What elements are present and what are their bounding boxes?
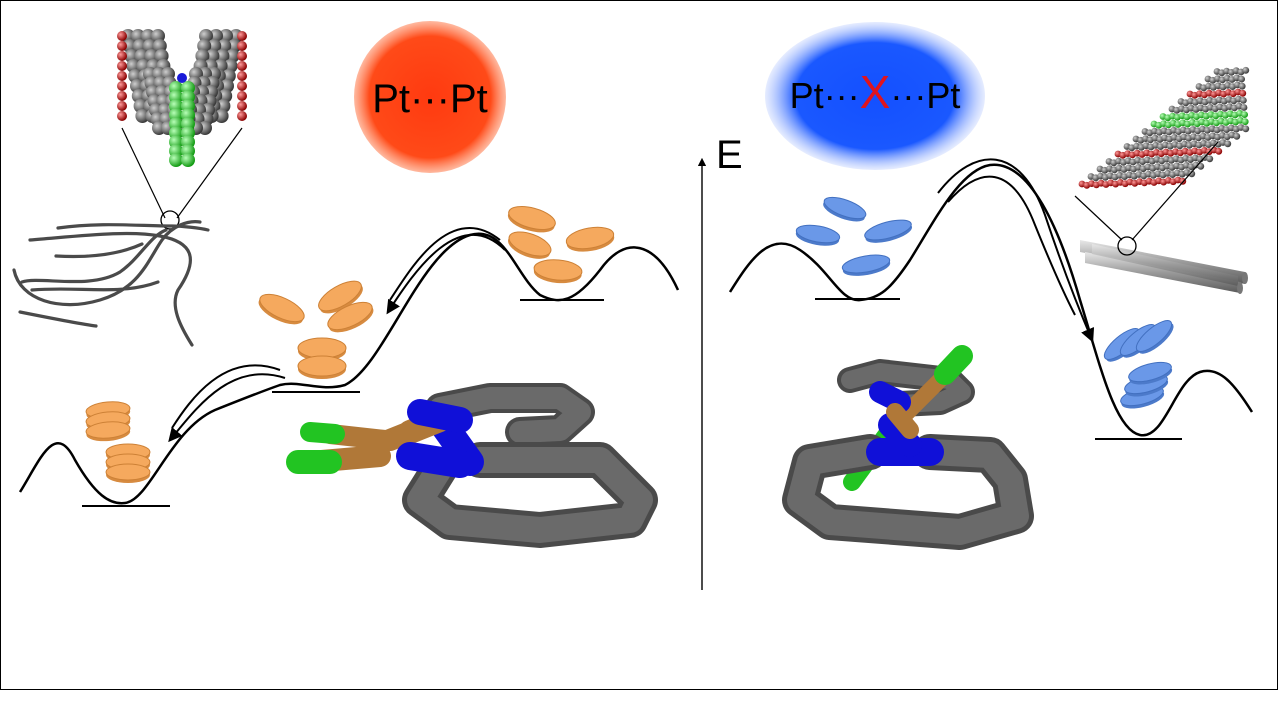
- right-transition-arrows: [937, 158, 1095, 343]
- blue-disk: [864, 219, 913, 243]
- blue-disk: [795, 224, 841, 246]
- right-panel: Pt···X···Pt: [728, 22, 1254, 550]
- oxygen-atom: [237, 101, 247, 111]
- oxygen-atom: [117, 31, 127, 41]
- left-magnifier-circle: [160, 210, 180, 230]
- orange-disk: [297, 355, 347, 379]
- orange-disk: [105, 463, 151, 483]
- chlorine-atom: [1241, 111, 1248, 118]
- carbon-atom: [1224, 140, 1232, 148]
- carbon-atom: [1206, 155, 1214, 163]
- oxygen-atom: [237, 111, 247, 121]
- left-spacefill-model: [117, 29, 247, 167]
- right-magnifier-circle: [1117, 236, 1137, 256]
- left-transition-arrows: [168, 226, 506, 443]
- pt-blocked-pt-label: Pt···X···Pt: [790, 66, 961, 118]
- chlorine-atom: [1241, 118, 1249, 126]
- oxygen-atom: [237, 61, 247, 71]
- blue-disk: [823, 196, 867, 222]
- chlorine-atom: [169, 153, 183, 167]
- energy-axis: E: [697, 133, 743, 590]
- oxygen-atom: [237, 51, 247, 61]
- blocked-interaction-badge: Pt···X···Pt: [765, 22, 985, 170]
- oxygen-atom: [237, 31, 247, 41]
- pt-pt-label: Pt···Pt: [372, 77, 488, 121]
- carbon-atom: [1188, 170, 1196, 178]
- carbon-atom: [135, 109, 150, 123]
- energy-axis-label: E: [716, 133, 743, 177]
- left-aggregates: [85, 206, 615, 483]
- orange-disk: [508, 231, 552, 259]
- orange-disk: [507, 206, 556, 233]
- left-zoom-lines: [121, 127, 243, 230]
- right-crystal-model: [1078, 66, 1250, 189]
- oxygen-atom: [117, 41, 127, 51]
- blue-disk: [841, 254, 891, 276]
- tangled-fibers: [12, 220, 210, 347]
- carbon-atom: [1240, 97, 1247, 104]
- orange-glow-circle: [354, 21, 506, 173]
- carbon-atom: [1197, 162, 1205, 170]
- carbon-atom: [1242, 125, 1250, 133]
- oxygen-atom: [117, 61, 127, 71]
- oxygen-atom: [117, 51, 127, 61]
- orange-disk: [258, 293, 305, 325]
- orange-disk: [565, 226, 615, 252]
- orange-disk: [318, 280, 363, 314]
- oxygen-atom: [117, 81, 127, 91]
- blue-glow-ellipse: [765, 22, 985, 170]
- carbon-atom: [1233, 132, 1241, 140]
- carbon-atom: [1242, 66, 1250, 74]
- orange-disk: [85, 421, 131, 442]
- right-energy-curve: [728, 163, 1254, 437]
- carbon-atom: [1238, 82, 1246, 90]
- nitrogen-atom: [177, 73, 187, 83]
- carbon-atom: [214, 109, 229, 123]
- orange-disk: [533, 259, 583, 284]
- oxygen-atom: [117, 101, 127, 111]
- left-panel: Pt···Pt: [12, 21, 680, 548]
- oxygen-atom: [117, 71, 127, 81]
- oxygen-atom: [117, 111, 127, 121]
- right-aggregates: [795, 196, 1174, 409]
- carbon-atom: [1238, 75, 1245, 83]
- oxygen-atom: [1239, 89, 1247, 97]
- oxygen-atom: [117, 91, 127, 101]
- blue-disk: [1135, 320, 1174, 354]
- orange-disk: [327, 301, 374, 333]
- oxygen-atom: [237, 91, 247, 101]
- right-zoom-lines: [1074, 141, 1219, 241]
- oxygen-atom: [237, 41, 247, 51]
- oxygen-atom: [237, 81, 247, 91]
- blue-disk: [1128, 361, 1173, 385]
- rod-bundle: [1080, 236, 1248, 294]
- left-pt-complex-model: [286, 383, 658, 548]
- pt-pt-interaction-badge: Pt···Pt: [354, 21, 506, 173]
- left-energy-curve: [18, 232, 680, 505]
- carbon-atom: [1240, 104, 1248, 111]
- oxygen-atom: [237, 71, 247, 81]
- chlorine-atom: [181, 153, 195, 167]
- orange-disk: [297, 337, 347, 361]
- oxygen-atom: [1215, 147, 1223, 155]
- right-pt-complex-model: [782, 345, 1034, 550]
- frame-border: [0, 0, 1278, 690]
